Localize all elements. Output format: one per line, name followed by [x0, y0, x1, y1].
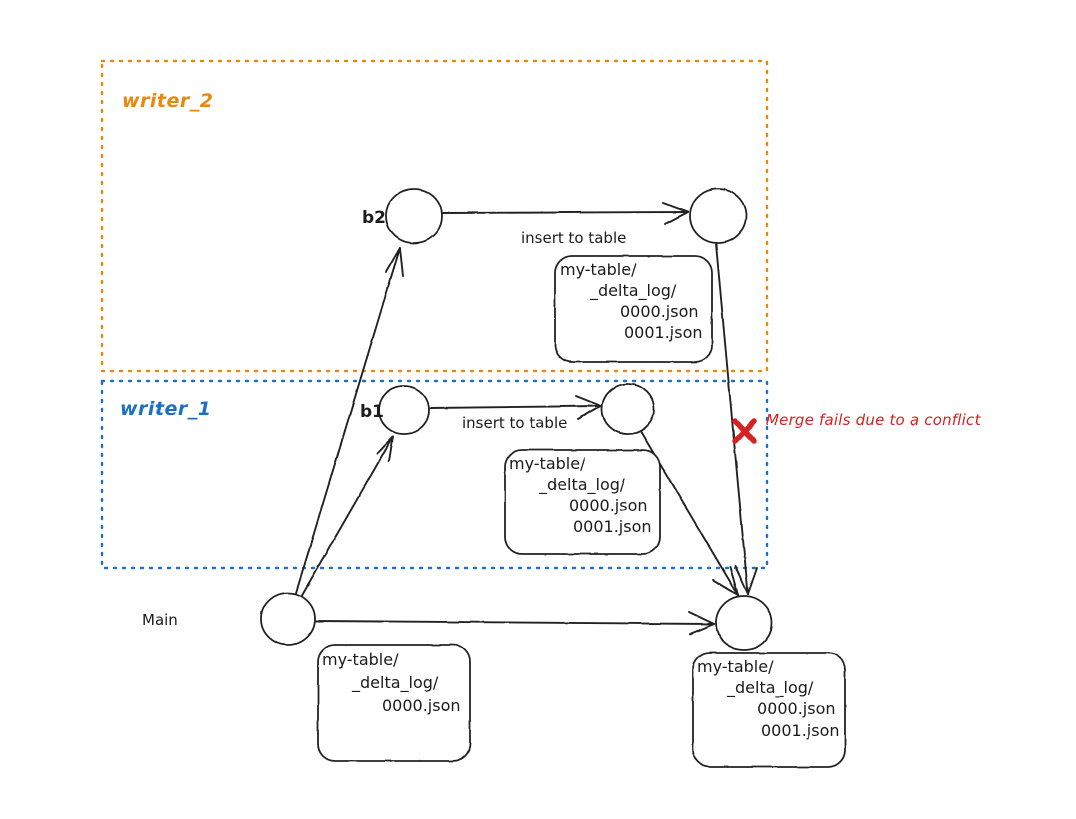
- file-line-highlight: 0001.json: [573, 517, 652, 536]
- node-b2-circle[interactable]: [385, 188, 443, 244]
- edge-main-to-merge: [315, 611, 715, 635]
- file-line: my-table/: [509, 454, 586, 473]
- node-main[interactable]: Main: [142, 592, 316, 646]
- conflict-annotation: Merge fails due to a conflict: [732, 411, 981, 444]
- node-main-label: Main: [142, 611, 178, 629]
- node-merge-circle[interactable]: [715, 595, 773, 651]
- node-b1[interactable]: b1: [360, 385, 430, 435]
- file-box-merge: my-table/ _delta_log/ 0000.json 0001.jso…: [692, 652, 846, 768]
- file-box-writer-2: my-table/ _delta_log/ 0000.json 0001.jso…: [554, 255, 713, 363]
- edge-b2end-to-merge: [715, 243, 758, 595]
- node-b1-end[interactable]: [601, 383, 655, 435]
- x-mark-icon: [732, 418, 757, 444]
- node-group: Main b1 b2: [142, 188, 773, 651]
- node-merge[interactable]: [715, 595, 773, 651]
- file-box-writer-2-frame: [554, 255, 713, 363]
- file-line: 0000.json: [569, 496, 648, 515]
- node-b2-end[interactable]: [689, 188, 747, 244]
- file-line: _delta_log/: [351, 673, 439, 693]
- file-line: my-table/: [322, 650, 399, 669]
- lane-writer-2-border: [100, 59, 769, 373]
- node-b2[interactable]: b2: [362, 188, 443, 244]
- edge-b2-insert-to-table: [442, 202, 689, 225]
- edge-main-to-b1: [301, 436, 394, 596]
- file-line: 0000.json: [620, 302, 699, 321]
- file-box-main-frame: [317, 644, 471, 762]
- edge-label-b2-insert-to-table: insert to table: [521, 229, 626, 247]
- file-line: _delta_log/: [538, 475, 626, 495]
- file-line: my-table/: [560, 260, 637, 279]
- file-line: _delta_log/: [589, 281, 677, 301]
- file-line: _delta_log/: [726, 678, 814, 698]
- lane-writer-2: writer_2: [100, 59, 769, 373]
- node-b2-end-circle[interactable]: [689, 188, 747, 244]
- edge-label-b1-insert-to-table: insert to table: [462, 414, 567, 432]
- lane-writer-1: writer_1: [100, 379, 769, 570]
- node-b1-end-circle[interactable]: [601, 383, 655, 435]
- file-line: my-table/: [697, 657, 774, 676]
- edge-b1-insert-to-table: [429, 395, 602, 420]
- file-box-writer-1: my-table/ _delta_log/ 0000.json 0001.jso…: [504, 449, 661, 555]
- lane-writer-1-border: [100, 379, 769, 570]
- node-b1-circle[interactable]: [378, 385, 430, 435]
- file-line-highlight: 0001.json: [761, 721, 840, 740]
- node-b2-label: b2: [362, 208, 386, 228]
- file-box-merge-frame: [692, 652, 846, 768]
- file-box-main: my-table/ _delta_log/ 0000.json: [317, 644, 471, 762]
- file-line: 0000.json: [757, 699, 836, 718]
- file-line: 0000.json: [382, 696, 461, 715]
- conflict-message: Merge fails due to a conflict: [766, 411, 981, 429]
- edge-label-group: insert to table insert to table: [462, 229, 626, 432]
- file-box-writer-1-frame: [504, 449, 661, 555]
- node-b1-label: b1: [360, 402, 384, 422]
- edge-main-to-b2: [295, 247, 404, 594]
- lane-writer-1-label: writer_1: [120, 398, 212, 420]
- edge-group: [295, 202, 758, 635]
- lane-writer-2-label: writer_2: [122, 90, 214, 112]
- file-line-highlight: 0001.json: [624, 323, 703, 342]
- node-main-circle[interactable]: [260, 592, 316, 646]
